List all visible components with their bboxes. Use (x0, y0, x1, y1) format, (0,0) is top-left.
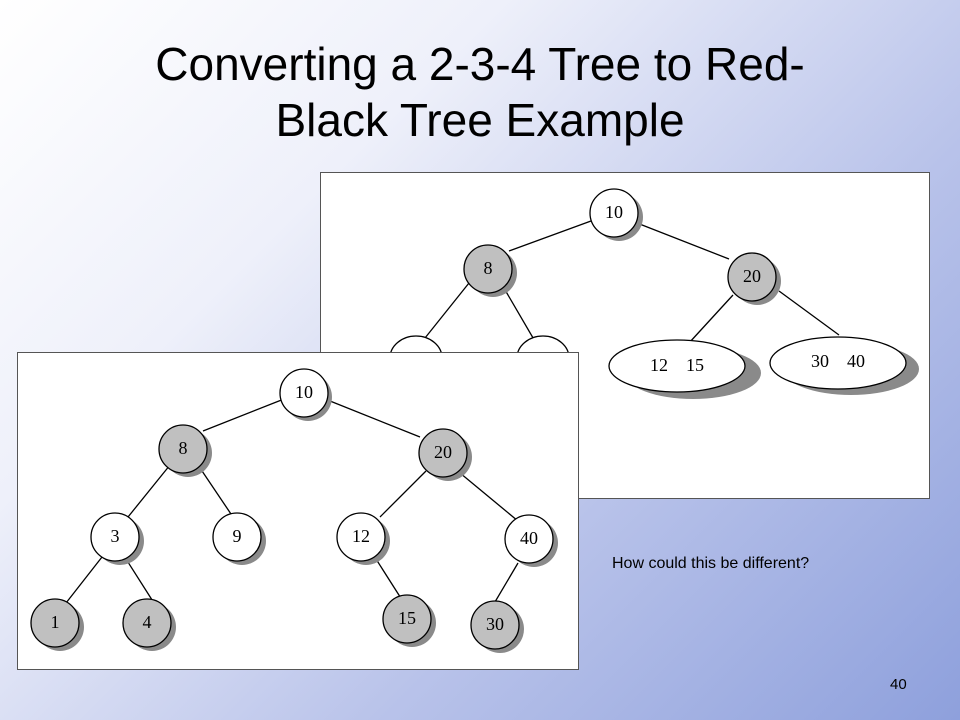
node-4 (122, 598, 172, 648)
edge-40-30 (491, 562, 519, 608)
node-4-label: 4 (143, 612, 152, 632)
edge-20-12 (379, 470, 427, 518)
node-40 (504, 514, 554, 564)
node-30-label: 30 (486, 614, 504, 634)
node-12-15 (608, 339, 746, 393)
node-8-label: 8 (484, 258, 493, 278)
node-20-label: 20 (434, 442, 452, 462)
edge-3-4 (125, 558, 155, 604)
node-9-label: 9 (233, 526, 242, 546)
edge-3-1 (65, 556, 103, 604)
page-number: 40 (890, 676, 907, 693)
node-30 (470, 600, 520, 650)
edge-10-20 (636, 222, 730, 260)
title-line-2: Black Tree Example (275, 94, 685, 146)
node-15 (382, 594, 432, 644)
node-10-label: 10 (295, 382, 313, 402)
node-1 (30, 598, 80, 648)
node-8 (158, 424, 208, 474)
edge-8-left-b (500, 282, 537, 344)
node-1-label: 1 (51, 612, 60, 632)
edge-10-8 (202, 398, 285, 432)
node-12-15-label: 12 15 (650, 355, 704, 375)
node-20-label: 20 (743, 266, 761, 286)
node-30-40-label: 30 40 (811, 351, 865, 371)
edge-8-9 (197, 464, 234, 518)
node-9 (212, 512, 262, 562)
node-8 (463, 244, 513, 294)
node-12-label: 12 (352, 526, 370, 546)
question-text: How could this be different? (612, 555, 810, 572)
node-12 (336, 512, 386, 562)
node-20 (727, 252, 777, 302)
node-10-label: 10 (605, 202, 623, 222)
edge-20-12-15 (688, 294, 734, 344)
edge-8-left-a (420, 282, 470, 344)
red-black-tree-diagram: 10 8 20 3 9 12 40 1 4 15 30 (30, 368, 558, 653)
node-3 (90, 512, 140, 562)
edge-20-30-40 (778, 290, 840, 336)
edge-8-3 (127, 464, 171, 518)
edge-10-20 (329, 400, 421, 438)
edge-20-40 (459, 472, 519, 522)
node-3-label: 3 (111, 526, 120, 546)
node-15-label: 15 (398, 608, 416, 628)
red-black-tree-panel: 10 8 20 3 9 12 40 1 4 15 30 (17, 352, 579, 670)
node-20 (418, 428, 468, 478)
node-10 (589, 188, 639, 238)
edge-10-8 (508, 220, 592, 252)
node-8-label: 8 (179, 438, 188, 458)
node-40-label: 40 (520, 528, 538, 548)
title-line-1: Converting a 2-3-4 Tree to Red- (155, 38, 805, 90)
node-10 (279, 368, 329, 418)
node-30-40 (769, 336, 907, 390)
slide-title: Converting a 2-3-4 Tree to Red- Black Tr… (60, 36, 900, 148)
